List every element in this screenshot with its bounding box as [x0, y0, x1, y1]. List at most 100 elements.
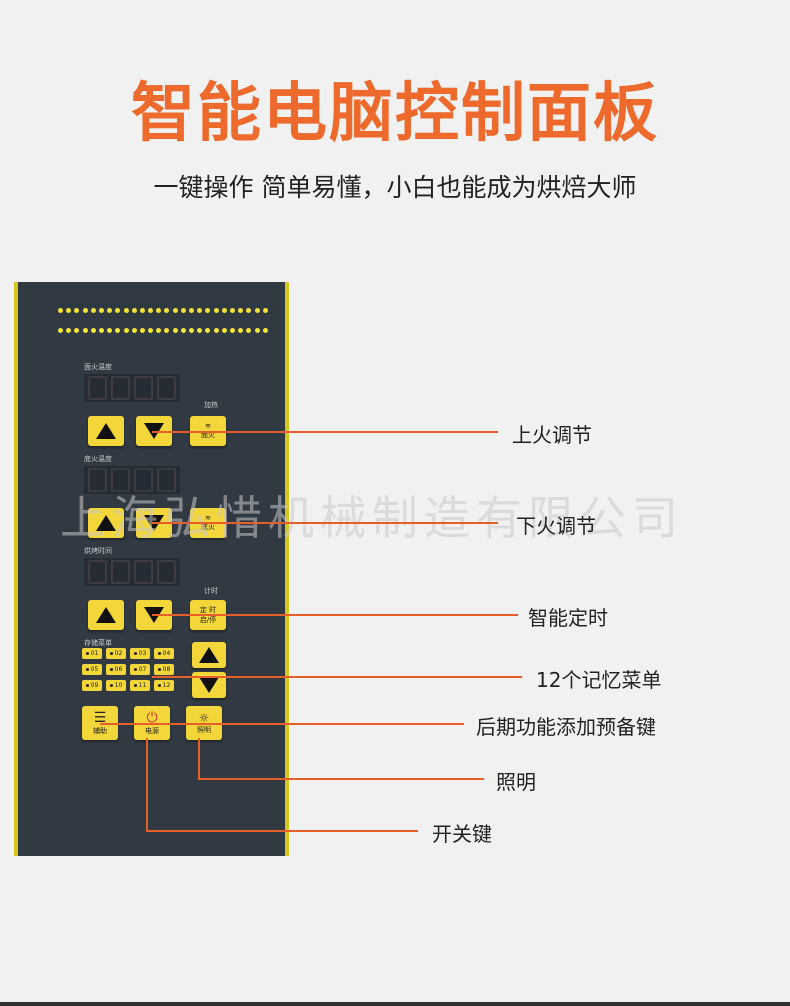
bottom-temp-display: [84, 466, 180, 494]
top-temp-up-button[interactable]: [88, 416, 124, 446]
bake-time-label: 烘烤时间: [84, 547, 112, 555]
control-panel: 面火温度 加热 ≋面火 底火温度 ≋底火 烘烤时间 计时 定 时启/停 存储菜单…: [14, 282, 289, 856]
memory-slot-label: 01: [90, 650, 99, 657]
heat-wave-icon: ≋: [205, 422, 211, 430]
timer-button-label: 定 时: [199, 606, 217, 614]
indicator-dot: [156, 308, 162, 313]
indicator-dot: [180, 328, 186, 333]
indicator-dot: [66, 328, 72, 333]
led-icon: [157, 684, 161, 687]
indicator-dot: [164, 308, 170, 313]
indicator-dot: [148, 328, 154, 333]
led-icon: [85, 684, 89, 687]
page-subtitle: 一键操作 简单易懂，小白也能成为烘焙大师: [153, 173, 637, 202]
memory-slot-button[interactable]: 02: [106, 648, 126, 659]
led-icon: [133, 668, 137, 671]
indicator-dot: [90, 328, 96, 333]
led-icon: [109, 652, 113, 655]
indicator-dot: [115, 308, 121, 313]
led-icon: [85, 652, 89, 655]
bottom-temp-up-button[interactable]: [88, 508, 124, 538]
indicator-dot: [90, 308, 96, 313]
heat-label: 加热: [204, 401, 218, 409]
indicator-dot: [246, 308, 252, 313]
memory-slot-button[interactable]: 09: [82, 680, 102, 691]
indicator-dot: [172, 308, 178, 313]
memory-slot-button[interactable]: 07: [130, 664, 150, 675]
memory-slot-label: 09: [90, 682, 99, 689]
memory-slot-button[interactable]: 12: [154, 680, 174, 691]
indicator-dot: [197, 308, 203, 313]
memory-menu-label: 存储菜单: [84, 639, 112, 647]
memory-slot-label: 04: [162, 650, 171, 657]
memory-slot-label: 07: [138, 666, 147, 673]
memory-up-button[interactable]: [192, 642, 226, 668]
aux-button-label: 辅助: [93, 727, 107, 735]
bottom-fire-button-label: 底火: [201, 523, 215, 531]
watermark: 上海弘惜机械制造有限公司: [60, 491, 684, 545]
callout-power: 开关键: [432, 822, 492, 846]
memory-slot-button[interactable]: 08: [154, 664, 174, 675]
memory-slot-button[interactable]: 11: [130, 680, 150, 691]
callout-top-fire: 上火调节: [512, 423, 592, 447]
memory-slot-label: 06: [114, 666, 123, 673]
indicator-dot: [107, 308, 113, 313]
callout-line-reserve: [100, 723, 464, 725]
led-icon: [109, 684, 113, 687]
indicator-dot: [148, 308, 154, 313]
callout-line-power-vertical: [146, 738, 148, 832]
memory-slot-label: 03: [138, 650, 147, 657]
heat-wave-icon: ≋: [205, 514, 211, 522]
indicator-dot: [238, 328, 244, 333]
memory-slot-button[interactable]: 10: [106, 680, 126, 691]
callout-line-timer: [152, 614, 518, 616]
callout-light: 照明: [496, 770, 536, 794]
bottom-border: [0, 1002, 790, 1006]
memory-slot-label: 02: [114, 650, 123, 657]
callout-line-top-fire: [152, 431, 498, 433]
indicator-dot: [213, 308, 219, 313]
light-bulb-icon: ☼: [198, 711, 210, 725]
indicator-dot: [262, 308, 268, 313]
indicator-dot: [74, 308, 80, 313]
callout-bottom-fire: 下火调节: [516, 514, 596, 538]
indicator-dot: [221, 328, 227, 333]
arrow-up-icon: [199, 647, 219, 663]
memory-slot-button[interactable]: 01: [82, 648, 102, 659]
indicator-dot: [82, 308, 88, 313]
led-icon: [157, 652, 161, 655]
indicator-dot: [156, 328, 162, 333]
time-up-button[interactable]: [88, 600, 124, 630]
memory-slot-button[interactable]: 06: [106, 664, 126, 675]
indicator-dot: [197, 328, 203, 333]
indicator-dot: [98, 308, 104, 313]
memory-slot-label: 10: [114, 682, 123, 689]
indicator-dot: [205, 308, 211, 313]
callout-memory: 12个记忆菜单: [536, 668, 662, 692]
bake-time-display: [84, 558, 180, 586]
indicator-dot: [82, 328, 88, 333]
callout-line-power: [146, 830, 418, 832]
top-temp-display: [84, 374, 180, 402]
indicator-dot: [58, 308, 63, 313]
callout-timer: 智能定时: [528, 606, 608, 630]
arrow-down-icon: [199, 677, 219, 693]
led-icon: [133, 684, 137, 687]
led-icon: [85, 668, 89, 671]
indicator-dot: [189, 308, 194, 313]
indicator-dot: [172, 328, 178, 333]
arrow-up-icon: [96, 515, 116, 531]
indicator-dot: [58, 328, 63, 333]
bottom-temp-label: 底火温度: [84, 455, 112, 463]
memory-slot-button[interactable]: 03: [130, 648, 150, 659]
power-button-label: 电源: [145, 727, 159, 735]
memory-slot-label: 11: [138, 682, 147, 689]
menu-icon: ☰: [93, 710, 107, 726]
memory-slot-button[interactable]: 05: [82, 664, 102, 675]
indicator-dot: [180, 308, 186, 313]
memory-slot-button[interactable]: 04: [154, 648, 174, 659]
indicator-dot: [98, 328, 104, 333]
callout-line-light: [198, 778, 484, 780]
page-title: 智能电脑控制面板: [131, 77, 659, 151]
indicator-dot: [254, 328, 260, 333]
